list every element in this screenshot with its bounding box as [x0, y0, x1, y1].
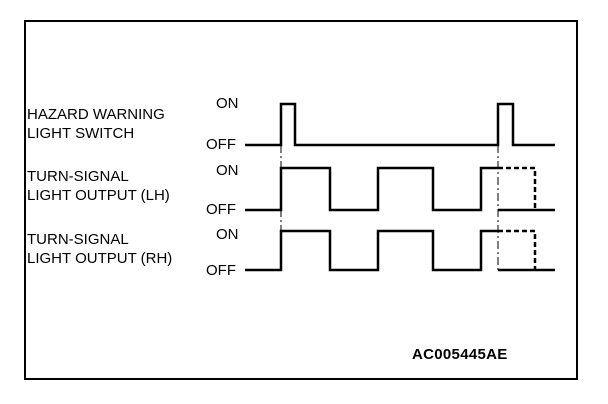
signal-label-lh-output-line1: TURN-SIGNAL [27, 168, 129, 185]
level-on-hazard: ON [216, 95, 239, 112]
signal-label-hazard-switch-line1: HAZARD WARNING [27, 106, 165, 123]
figure-code: AC005445AE [412, 346, 508, 363]
signal-label-rh-output-line2: LIGHT OUTPUT (RH) [27, 250, 173, 267]
level-off-hazard: OFF [206, 136, 236, 153]
waveform-hazard-switch [245, 102, 555, 147]
level-on-rh: ON [216, 226, 239, 243]
waveform-rh-output [245, 229, 498, 272]
level-off-lh: OFF [206, 201, 236, 218]
diagram-frame [24, 20, 578, 380]
waveform-lh-output [245, 166, 498, 212]
waveform-lh-output-dashed [498, 166, 537, 210]
signal-label-rh-output-line1: TURN-SIGNAL [27, 231, 129, 248]
waveform-rh-output-dashed [498, 229, 537, 270]
signal-label-lh-output-line2: LIGHT OUTPUT (LH) [27, 187, 170, 204]
level-on-lh: ON [216, 162, 239, 179]
level-off-rh: OFF [206, 262, 236, 279]
signal-label-hazard-switch-line2: LIGHT SWITCH [27, 125, 135, 142]
